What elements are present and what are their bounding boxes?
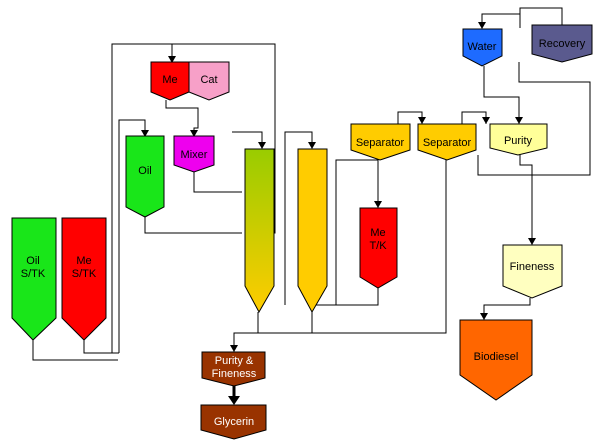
line-fineness-to-biodiesel: [483, 298, 531, 320]
arrowhead-glycerin: [228, 396, 240, 405]
purity-label: Purity: [504, 135, 533, 147]
reactor-2-body: [297, 148, 328, 314]
line-me-storage-out: [83, 340, 119, 354]
biodiesel-tank[interactable]: Biodiesel: [459, 319, 533, 401]
oil-storage-tank[interactable]: Oil S/TK: [11, 217, 57, 341]
glycerin-label: Glycerin: [214, 416, 254, 428]
mixer-vessel-body: [173, 135, 215, 173]
arrowhead-purity-fineness: [230, 345, 238, 352]
mixer-label: Mixer: [181, 149, 208, 161]
me-storage-tank-body: [61, 217, 107, 341]
me-hopper[interactable]: Me: [150, 61, 190, 101]
me-storage-tank[interactable]: Me S/TK: [61, 217, 107, 341]
reactor-1-body: [244, 148, 275, 314]
line-reactor1-bottom: [233, 312, 259, 352]
line-water-recovery-to-purity: [483, 66, 520, 124]
line-mixer-to-reactor: [193, 172, 242, 193]
reactor-1[interactable]: [244, 148, 275, 314]
flow-arrowheads: [141, 22, 536, 405]
oil-storage-tank-body: [11, 217, 57, 341]
line-feed-reactor-1: [232, 131, 263, 148]
glycerin-tank-body: [200, 404, 267, 440]
biodiesel-label: Biodiesel: [474, 351, 519, 363]
line-water-return: [481, 13, 520, 28]
line-separator-to-separator: [397, 111, 423, 124]
me-label: Me: [162, 74, 177, 86]
purity-fineness-label-line2: Fineness: [212, 368, 257, 380]
line-me-cat-to-mixer: [165, 100, 199, 136]
arrowhead-reactor-2: [308, 142, 316, 149]
water-vessel[interactable]: Water: [462, 28, 503, 67]
reactor-2[interactable]: [297, 148, 328, 314]
me-tank-body: [359, 207, 398, 289]
cat-hopper[interactable]: Cat: [188, 61, 230, 101]
glycerin-tank[interactable]: Glycerin: [200, 404, 267, 440]
oil-storage-label-line1: Oil: [26, 255, 39, 267]
arrowhead-oil: [141, 130, 149, 137]
line-separator-to-purity: [461, 111, 487, 124]
line-me-tk-out: [312, 288, 379, 306]
line-oil-feed: [118, 119, 146, 353]
arrowhead-me-cat: [168, 56, 176, 63]
me-tank[interactable]: Me T/K: [359, 207, 398, 289]
purity-vessel-body: [489, 123, 548, 156]
water-label: Water: [468, 41, 497, 53]
biodiesel-tank-body: [459, 319, 533, 401]
arrowhead-water: [478, 22, 486, 29]
me-hopper-body: [150, 61, 190, 101]
fineness-label: Fineness: [510, 261, 555, 273]
purity-vessel[interactable]: Purity: [489, 123, 548, 156]
line-oil-to-reactor: [144, 217, 242, 234]
oil-label: Oil: [138, 165, 151, 177]
arrowhead-fineness: [528, 238, 536, 245]
arrowhead-purity: [482, 117, 490, 124]
separator-1-label: Separator: [356, 137, 405, 149]
me-storage-label-line2: S/TK: [72, 268, 97, 280]
flow-lines: [32, 7, 591, 361]
line-oil-storage-out: [32, 340, 118, 361]
arrowhead-mixer: [190, 130, 198, 137]
cat-label: Cat: [200, 74, 217, 86]
fineness-vessel[interactable]: Fineness: [502, 244, 563, 299]
separator-2-label: Separator: [423, 137, 472, 149]
arrowhead-separator-2: [418, 117, 426, 124]
oil-vessel[interactable]: Oil: [125, 135, 165, 218]
me-storage-label-line1: Me: [76, 255, 91, 267]
separator-1-body: [350, 123, 411, 161]
recovery-label: Recovery: [539, 38, 586, 50]
mixer-vessel[interactable]: Mixer: [173, 135, 215, 173]
recovery-vessel-body: [531, 24, 593, 63]
arrowhead-biodiesel: [480, 313, 488, 320]
recovery-vessel[interactable]: Recovery: [531, 24, 593, 63]
separator-2[interactable]: Separator: [417, 123, 477, 161]
line-recovery-loop: [477, 62, 591, 176]
me-tank-label-line2: T/K: [369, 240, 387, 252]
separator-2-body: [417, 123, 477, 161]
line-glycerin-header: [234, 160, 447, 334]
line-purity-to-fineness: [519, 155, 533, 245]
purity-fineness-vessel[interactable]: Purity & Fineness: [201, 351, 266, 387]
purity-fineness-vessel-body: [201, 351, 266, 387]
oil-vessel-body: [125, 135, 165, 218]
purity-fineness-label-line1: Purity &: [215, 355, 254, 367]
oil-storage-label-line2: S/TK: [21, 268, 46, 280]
me-tank-label-line1: Me: [370, 227, 385, 239]
cat-hopper-body: [188, 61, 230, 101]
water-vessel-body: [462, 28, 503, 67]
line-reactor1-to-reactor2: [284, 131, 313, 305]
arrowhead-reactor-1: [258, 142, 266, 149]
separator-1[interactable]: Separator: [350, 123, 411, 161]
fineness-vessel-body: [502, 244, 563, 299]
line-recovery-return: [519, 7, 563, 28]
arrowhead-purity-feed: [515, 117, 523, 124]
arrowhead-me-tk: [374, 201, 382, 208]
